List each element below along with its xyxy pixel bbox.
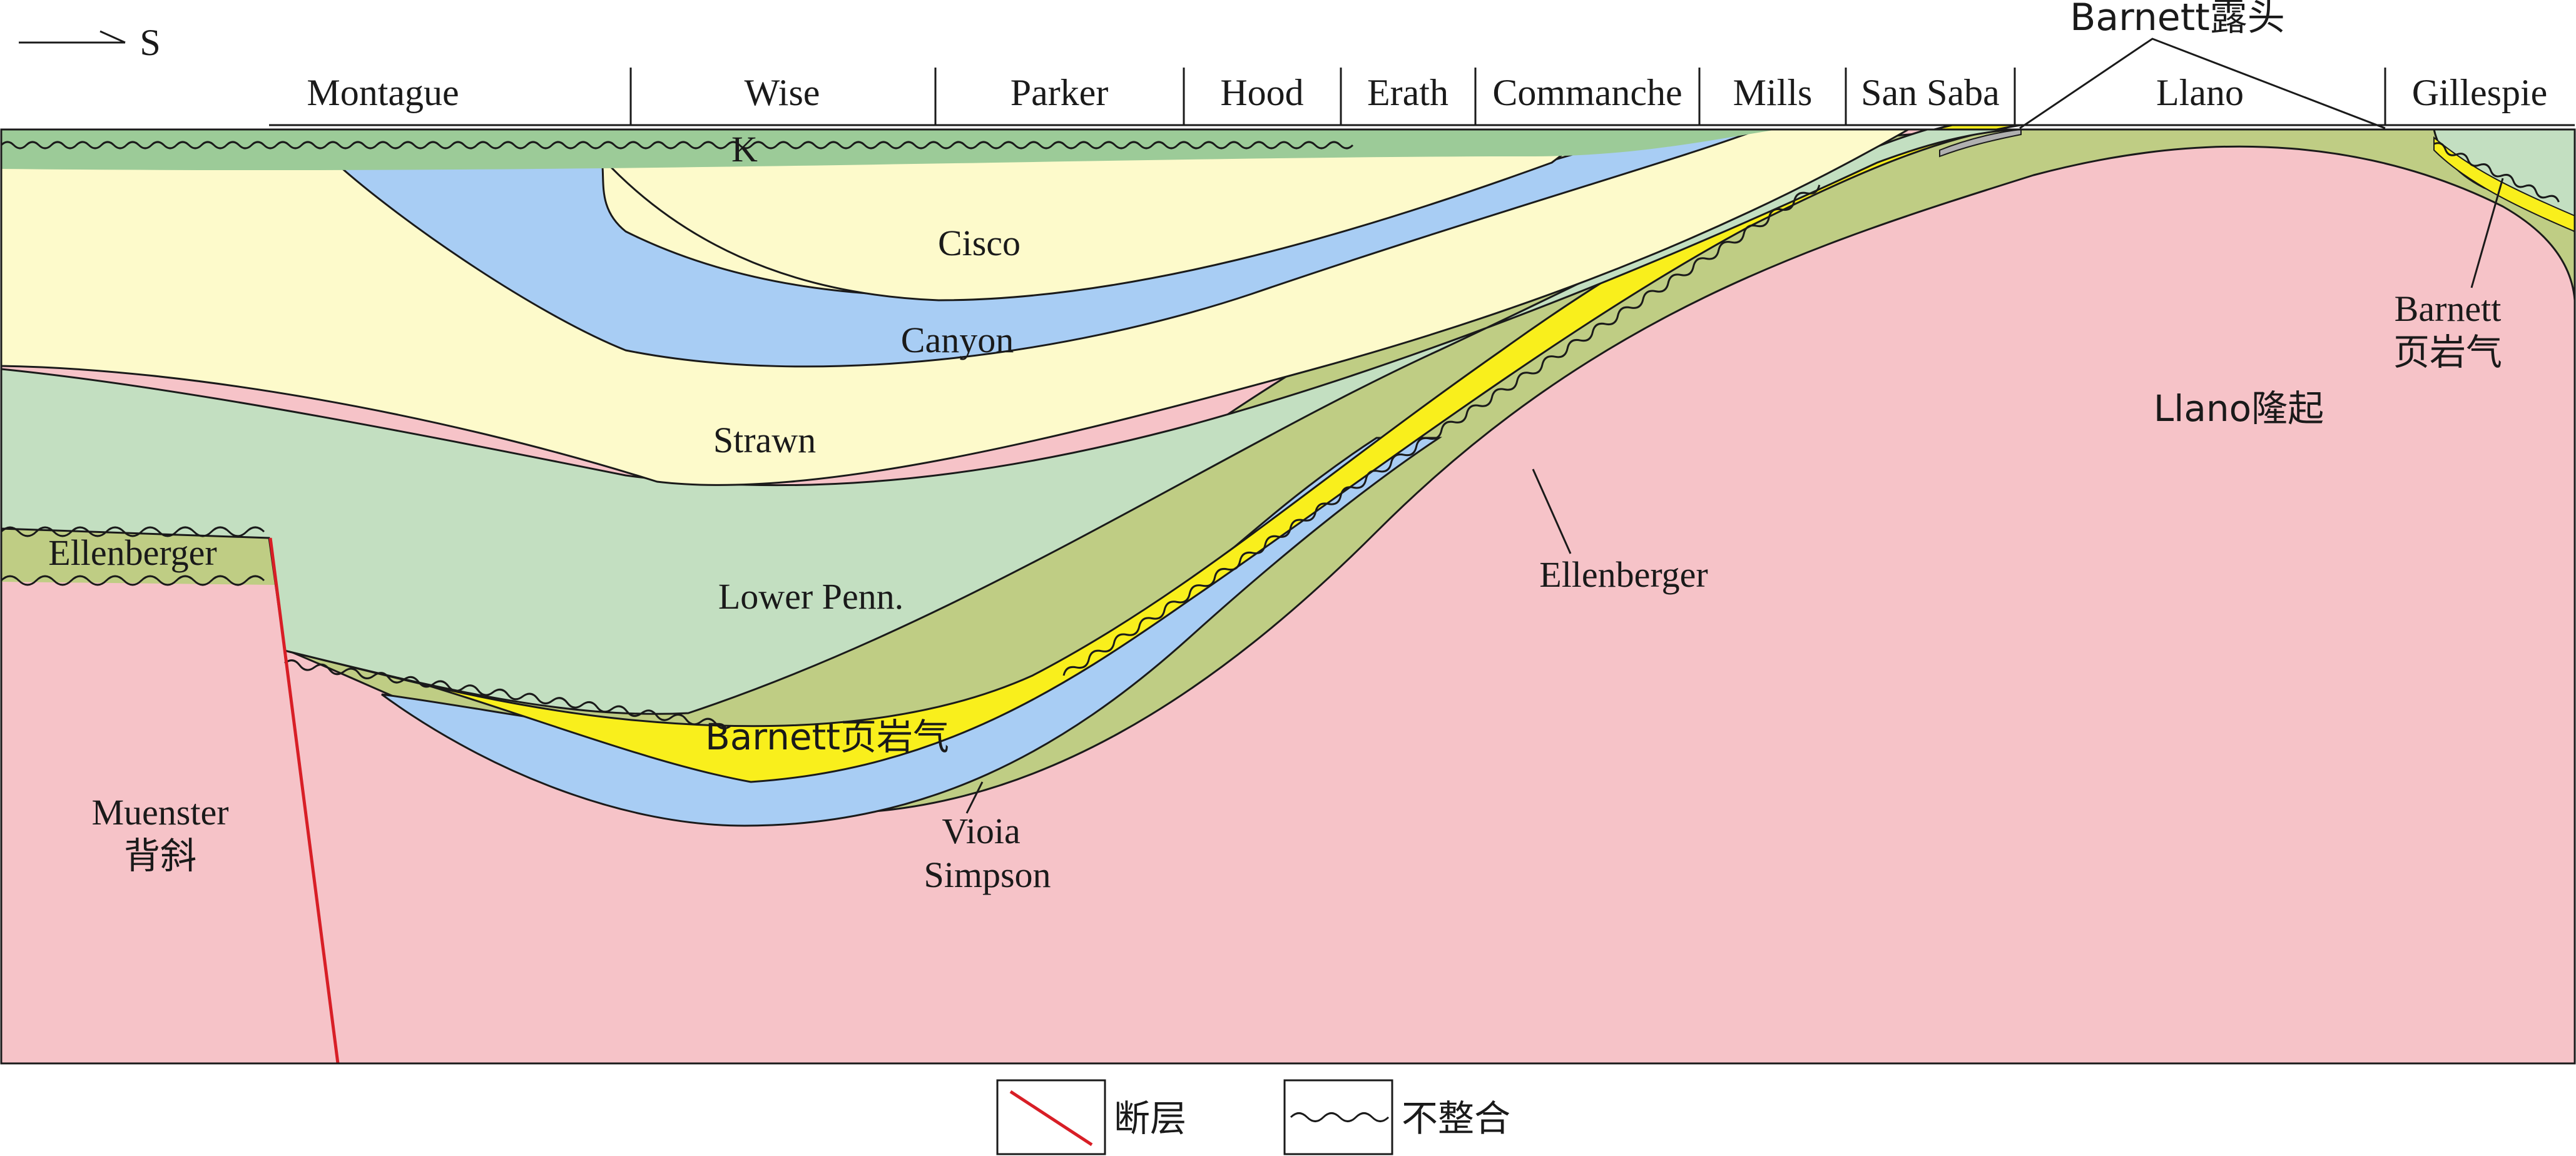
vioia-leader — [965, 781, 984, 814]
outcrop-leader — [2019, 38, 2386, 129]
cisco-layer — [580, 128, 1599, 302]
unconformity-gillespie — [2433, 142, 2560, 203]
county-mills: Mills — [1733, 72, 1813, 113]
label-canyon: Canyon — [901, 320, 1014, 360]
legend-fault-label: 断层 — [1114, 1097, 1186, 1140]
outcrop-label: Barnett露头 — [2070, 0, 2285, 39]
unconformity-ramp — [1062, 185, 1821, 676]
county-header: Montague Wise Parker Hood Erath Commanch… — [269, 68, 2575, 126]
county-wise: Wise — [745, 72, 820, 113]
label-k: K — [731, 129, 758, 170]
unconformity-top — [0, 141, 1354, 150]
section-frame — [0, 128, 2576, 1065]
label-simpson: Simpson — [924, 854, 1051, 895]
county-llano: Llano — [2156, 72, 2244, 113]
label-cisco: Cisco — [938, 223, 1021, 263]
legend-unconformity-label: 不整合 — [1402, 1097, 1510, 1140]
direction-label: S — [140, 22, 160, 63]
label-lower-penn: Lower Penn. — [718, 576, 904, 617]
county-parker: Parker — [1011, 72, 1109, 113]
outcrop-callout: Barnett露头 — [2019, 0, 2386, 129]
k-layer — [1, 129, 1777, 171]
arrow-head-icon — [99, 30, 126, 44]
county-san-saba: San Saba — [1861, 72, 2000, 113]
san-saba-outcrop — [1939, 128, 2022, 158]
county-montague: Montague — [307, 72, 459, 113]
label-barnett-center: Barnett页岩气 — [705, 716, 949, 758]
label-muenster-2: 背斜 — [124, 834, 196, 877]
legend: 断层 不整合 — [996, 1079, 1510, 1155]
county-commanche: Commanche — [1492, 72, 1682, 113]
legend-unconformity-icon — [1290, 1112, 1390, 1122]
unconformity-left-top — [0, 526, 265, 537]
unconformity-barnett-base — [284, 659, 731, 730]
ellenberger-left-layer — [1, 529, 275, 585]
label-barnett-right-2: 页岩气 — [2393, 331, 2502, 373]
unconformity-left-base — [0, 575, 265, 586]
fault-line — [268, 537, 340, 1064]
ellenberger-leader — [1532, 469, 1572, 554]
canyon-layer — [323, 128, 1759, 368]
county-hood: Hood — [1220, 72, 1303, 113]
label-ellenberger-left: Ellenberger — [48, 532, 216, 573]
county-gillespie: Gillespie — [2412, 72, 2548, 113]
county-erath: Erath — [1367, 72, 1448, 113]
legend-unconformity-box — [1283, 1079, 1393, 1155]
label-llano: Llano隆起 — [2154, 387, 2324, 430]
legend-fault-icon — [1009, 1090, 1093, 1147]
label-ellenberger-right: Ellenberger — [1539, 554, 1708, 595]
barnett-right-leader — [2470, 178, 2504, 288]
label-vioia: Vioia — [942, 811, 1020, 851]
label-strawn: Strawn — [713, 420, 816, 460]
label-muenster-1: Muenster — [91, 792, 228, 833]
label-barnett-right-1: Barnett — [2395, 288, 2502, 329]
direction-indicator: S — [19, 22, 161, 63]
